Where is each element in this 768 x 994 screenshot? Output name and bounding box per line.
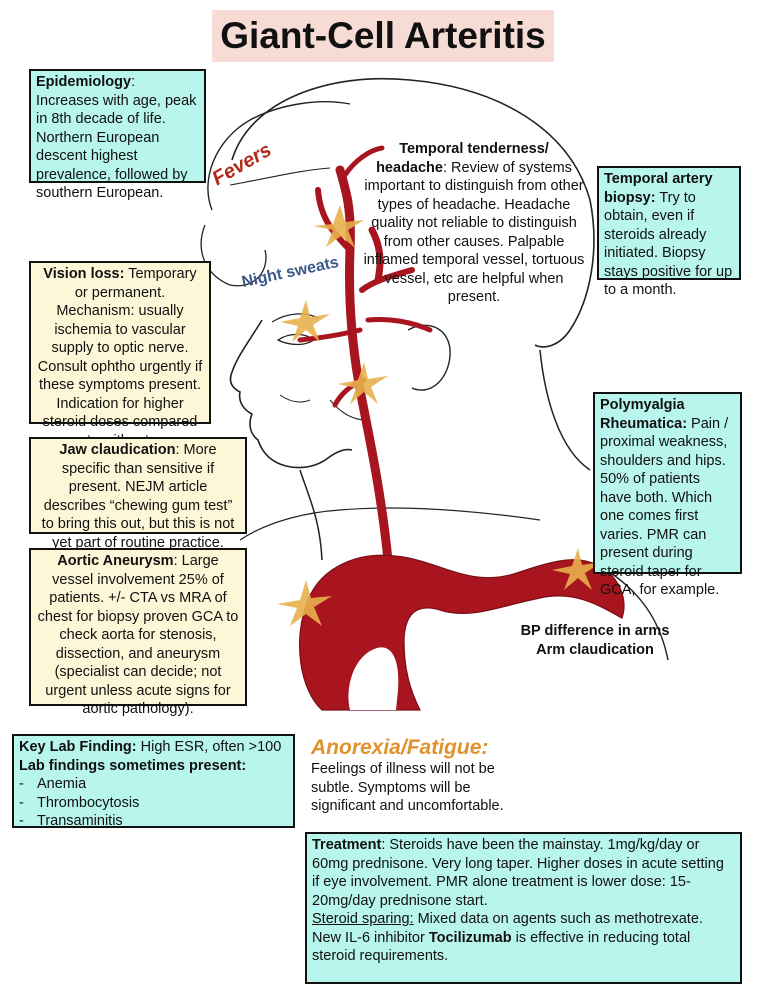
lab-findings-box: Key Lab Finding: High ESR, often >100 La… [12, 734, 295, 831]
treatment-heading: Treatment [312, 837, 382, 853]
treatment-box: Treatment: Steroids have been the mainst… [305, 832, 742, 984]
list-item: -Anemia [19, 775, 288, 794]
temporal-heading: Temporal tenderness/ headache [376, 141, 549, 176]
temporal-artery-branch-6 [368, 226, 384, 284]
lab-key-text: High ESR, often >100 [136, 739, 282, 755]
list-bullet: - [19, 776, 24, 792]
biopsy-heading: Temporal artery biopsy: [604, 171, 713, 206]
temporal-biopsy-box: Temporal artery biopsy: Try to obtain, e… [597, 166, 741, 298]
bp-line-1: BP difference in arms [520, 623, 670, 639]
temporal-artery-branch-2 [342, 145, 385, 178]
pmr-text: Pain / proximal weakness, shoulders and … [600, 415, 729, 599]
aortic-heading: Aortic Aneurysm [57, 553, 174, 569]
bp-note: BP difference in arms Arm claudication [505, 622, 685, 659]
lab-sometimes-heading: Lab findings sometimes present: [19, 757, 247, 774]
tocilizumab-label: Tocilizumab [428, 929, 512, 946]
lab-item: Anemia [37, 776, 87, 792]
vision-text: Temporary or permanent. Mechanism: usual… [37, 266, 203, 449]
steroid-sparing-text: Mixed data on agents such as methotrexat… [413, 911, 703, 927]
hair-curl-2 [229, 167, 331, 186]
jaw-text: : More specific than sensitive if presen… [41, 442, 235, 551]
pain-star-jaw [338, 362, 388, 404]
pain-star-chest [277, 580, 332, 626]
list-item: -Transaminitis [19, 812, 288, 831]
shoulder-curve [599, 565, 669, 661]
polymyalgia-box: Polymyalgia Rheumatica: Pain / proximal … [593, 392, 742, 598]
lab-key-heading: Key Lab Finding: [19, 739, 137, 755]
jaw-claudication-box: Jaw claudication: More specific than sen… [29, 437, 247, 551]
anorexia-text: Feelings of illness will not be subtle. … [311, 761, 504, 814]
aortic-arch-inner [348, 647, 399, 710]
list-item: -Thrombocytosis [19, 794, 288, 813]
temporal-artery-branch-4 [297, 327, 363, 343]
il6-prefix: New IL-6 inhibitor [312, 929, 429, 946]
il6-suffix: is effective in reducing total steroid r… [312, 929, 691, 965]
vision-heading: Vision loss: [43, 266, 125, 282]
aortic-aneurysm-box: Aortic Aneurysm: Large vessel involvemen… [29, 548, 247, 717]
pain-star-eye [280, 300, 330, 342]
shoulder-line [239, 507, 541, 541]
epidemiology-box: Epidemiology: Increases with age, peak i… [29, 69, 206, 201]
face-profile [229, 319, 353, 469]
temporal-tenderness-note: Temporal tenderness/ headache: Review of… [362, 140, 586, 307]
lab-item: Transaminitis [37, 813, 123, 829]
biopsy-text: Try to obtain, even if steroids already … [604, 189, 733, 299]
page-title: Giant-Cell Arteritis [212, 10, 554, 62]
hair-outline [231, 77, 595, 348]
temporal-artery-main [335, 165, 393, 565]
ear [407, 324, 451, 391]
treatment-text: : Steroids have been the mainstay. 1mg/k… [312, 837, 724, 909]
aortic-text: : Large vessel involvement 25% of patien… [37, 553, 239, 717]
temporal-text: : Review of systems important to disting… [363, 159, 585, 306]
vision-loss-box: Vision loss: Temporary or permanent. Mec… [29, 261, 211, 449]
epidemiology-text: : Increases with age, peak in 8th decade… [36, 74, 197, 201]
bp-line-2: Arm claudication [536, 641, 654, 658]
epidemiology-heading: Epidemiology [36, 74, 132, 90]
temporal-artery-branch-1 [315, 187, 353, 253]
pain-star-shoulder [552, 548, 602, 590]
lab-list: -Anemia -Thrombocytosis -Transaminitis [19, 775, 288, 831]
hair-outline-inner [207, 101, 351, 211]
neck-front [299, 469, 323, 561]
temporal-artery-branch-7 [365, 317, 433, 333]
hair-curl [200, 224, 267, 287]
lab-item: Thrombocytosis [37, 794, 140, 811]
anorexia-title: Anorexia/Fatigue: [311, 736, 489, 759]
pmr-heading: Polymyalgia Rheumatica: [600, 397, 688, 432]
list-bullet: - [19, 794, 24, 811]
neck-back [539, 349, 591, 471]
steroid-sparing-label: Steroid sparing: [312, 911, 414, 927]
list-bullet: - [19, 813, 24, 829]
jaw-heading: Jaw claudication [59, 442, 176, 458]
temporal-artery-branch-3 [359, 267, 415, 293]
pain-star-temple [313, 205, 364, 248]
